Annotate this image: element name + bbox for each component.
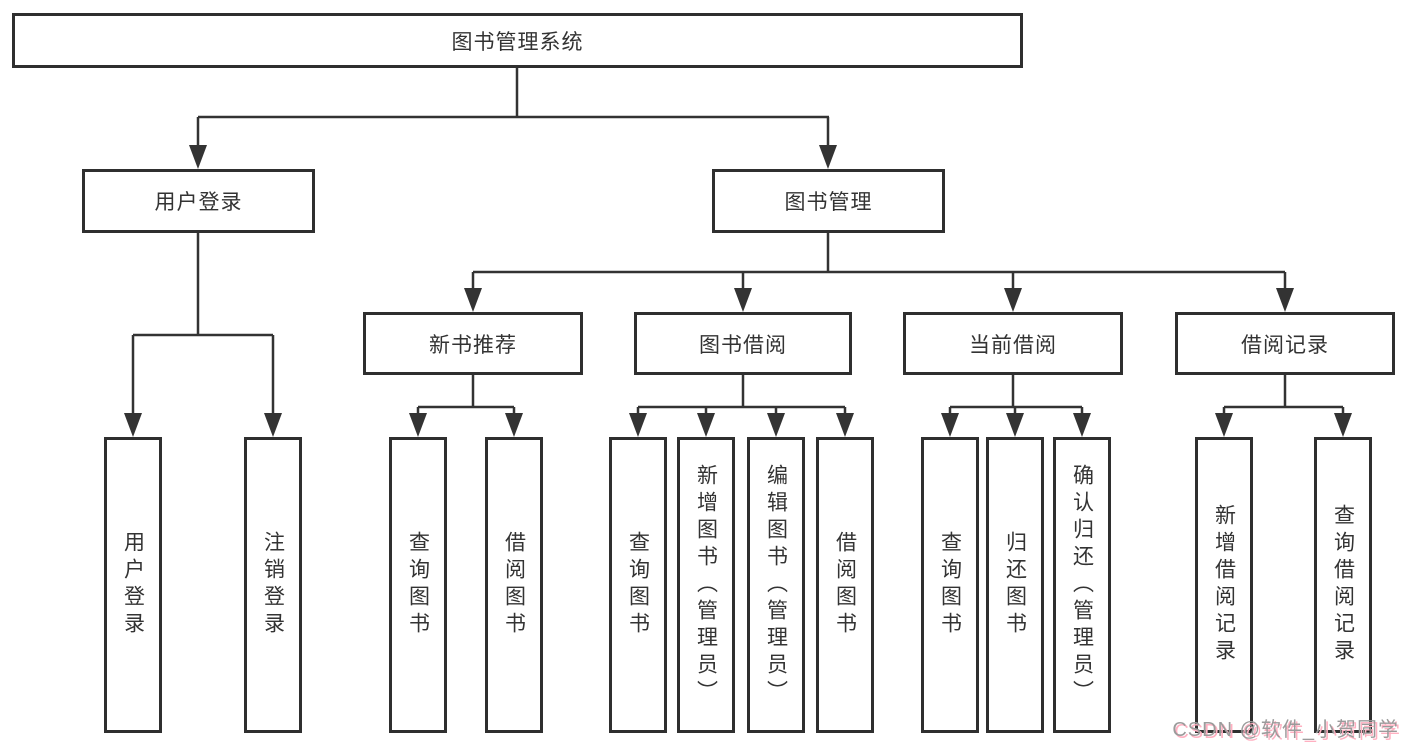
node-query-books-recommend: 查询图书 xyxy=(389,437,447,733)
node-confirm-return-admin: 确认归还（管理员） xyxy=(1053,437,1111,733)
node-label: 图书借阅 xyxy=(699,333,787,357)
node-user-login-leaf: 用户登录 xyxy=(104,437,162,733)
node-edit-books-admin: 编辑图书（管理员） xyxy=(747,437,805,733)
node-label: 查询图书 xyxy=(938,531,962,639)
node-label: 图书管理系统 xyxy=(451,30,584,54)
node-query-books-current: 查询图书 xyxy=(921,437,979,733)
node-label: 注销登录 xyxy=(261,531,285,639)
node-label: 借阅图书 xyxy=(833,531,857,639)
node-label: 图书管理 xyxy=(784,191,873,214)
node-current-borrowing: 当前借阅 xyxy=(903,312,1123,375)
node-add-borrow-record: 新增借阅记录 xyxy=(1195,437,1253,733)
node-label: 当前借阅 xyxy=(969,333,1057,357)
node-label: 用户登录 xyxy=(154,191,243,214)
connector-root-to-level2 xyxy=(189,68,837,169)
node-label: 借阅图书 xyxy=(502,531,526,639)
node-book-borrowing: 图书借阅 xyxy=(634,312,852,375)
node-borrow-books-recommend: 借阅图书 xyxy=(485,437,543,733)
node-label: 查询图书 xyxy=(626,531,650,639)
node-label: 用户登录 xyxy=(121,531,145,639)
node-borrow-books-borrowing: 借阅图书 xyxy=(816,437,874,733)
node-label: 新增借阅记录 xyxy=(1212,504,1236,666)
connector-user-login-to-leaves xyxy=(124,233,282,437)
node-label: 新增图书（管理员） xyxy=(694,463,718,707)
node-borrowing-records: 借阅记录 xyxy=(1175,312,1395,375)
node-label: 归还图书 xyxy=(1003,531,1027,639)
node-logout-leaf: 注销登录 xyxy=(244,437,302,733)
connector-current-to-leaves xyxy=(941,375,1091,437)
csdn-watermark: CSDN @软件_小贺同学 xyxy=(1172,719,1399,741)
connector-recommend-to-leaves xyxy=(409,375,523,437)
node-query-borrow-record: 查询借阅记录 xyxy=(1314,437,1372,733)
node-new-book-recommend: 新书推荐 xyxy=(363,312,583,375)
node-add-books-admin: 新增图书（管理员） xyxy=(677,437,735,733)
node-return-books: 归还图书 xyxy=(986,437,1044,733)
node-label: 确认归还（管理员） xyxy=(1070,463,1094,707)
node-label: 查询图书 xyxy=(406,531,430,639)
node-label: 新书推荐 xyxy=(429,333,517,357)
node-query-books-borrowing: 查询图书 xyxy=(609,437,667,733)
node-label: 借阅记录 xyxy=(1241,333,1329,357)
connector-borrowing-to-leaves xyxy=(629,375,854,437)
connector-management-to-level3 xyxy=(464,233,1294,312)
node-user-login: 用户登录 xyxy=(82,169,315,233)
connector-records-to-leaves xyxy=(1215,375,1352,437)
node-book-management: 图书管理 xyxy=(712,169,945,233)
node-label: 查询借阅记录 xyxy=(1331,504,1355,666)
node-label: 编辑图书（管理员） xyxy=(764,463,788,707)
node-library-management-system: 图书管理系统 xyxy=(12,13,1023,68)
